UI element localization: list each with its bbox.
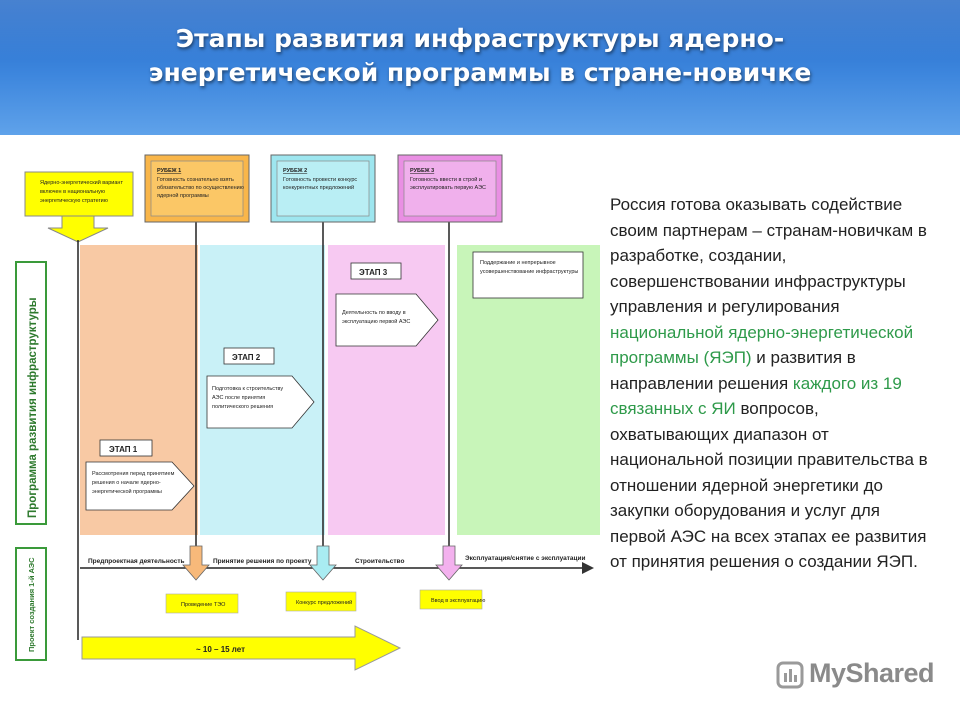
tender-box <box>285 591 357 612</box>
phase-2-line-1: Подготовка к строительству <box>212 386 283 392</box>
phase-1-line-2: решения о начале ядерно- <box>92 480 161 486</box>
phase-2-line-3: политического решения <box>212 404 273 410</box>
phase-3-band <box>328 245 445 535</box>
commissioning-box <box>419 589 483 610</box>
description-highlight-1: национальной ядерно-энергетической прогр… <box>610 322 914 368</box>
title-line-2: энергетической программы в стране-новичк… <box>148 58 812 87</box>
milestone-2-line-1: Готовность провести конкурс <box>283 177 357 183</box>
stage-3-label: Строительство <box>355 558 404 565</box>
phase-3-line-2: эксплуатацию первой АЭС <box>342 318 410 325</box>
milestone-1-heading: РУБЕЖ 1 <box>157 168 181 174</box>
milestone-3-down-arrow <box>435 545 463 581</box>
svg-text:РУБЕЖ 3 Готовность ввест: РУБЕЖ 3 Готовность ввести в строй и эксп… <box>410 168 486 191</box>
header-gloss <box>0 0 960 60</box>
milestone-3-line-2: эксплуатировать первую АЭС <box>410 185 486 191</box>
title-bar: Этапы развития инфраструктуры ядерно- эн… <box>0 0 960 135</box>
milestone-1-line-1: Готовность сознательно взять <box>157 177 234 183</box>
phase-2-label: ЭТАП 2 <box>232 353 261 362</box>
description-part-1: Россия готова оказывать содействие своим… <box>610 195 927 316</box>
stage-1-label: Предпроектная деятельность <box>88 558 185 565</box>
milestone-3: РУБЕЖ 3 Готовность ввести в строй и эксп… <box>397 154 503 223</box>
svg-text:РУБЕЖ 1 Готовность созна: РУБЕЖ 1 Готовность сознательно взять обя… <box>157 168 245 199</box>
svg-text:Деятельность по вводу в: Деятельность по вводу в эксплуатацию пер… <box>342 310 410 325</box>
milestone-2-line-2: конкурентных предложений <box>283 184 354 191</box>
strategy-line-3: энергетическую стратегию <box>40 198 108 204</box>
milestone-3-heading: РУБЕЖ 3 <box>410 168 434 174</box>
title-line-1: Этапы развития инфраструктуры ядерно- <box>175 24 785 53</box>
strategy-line-1: Ядерно-энергетический вариант <box>40 179 123 186</box>
milestone-1-down-arrow <box>182 545 210 581</box>
tender-text: Конкурс предложений <box>296 599 352 606</box>
commissioning-text: Ввод в эксплуатацию <box>431 598 485 604</box>
support-box <box>472 251 584 299</box>
milestone-2: РУБЕЖ 2 Готовность провести конкурс конк… <box>270 154 376 223</box>
svg-text:РУБЕЖ 2 Готовность прове: РУБЕЖ 2 Готовность провести конкурс конк… <box>283 168 359 191</box>
phase-2-line-2: АЭС после принятия <box>212 395 265 401</box>
phase-1-label: ЭТАП 1 <box>109 445 138 454</box>
phase-3-label: ЭТАП 3 <box>359 268 388 277</box>
svg-text:Поддержание и непрерывное: Поддержание и непрерывное усовершенствов… <box>480 260 578 275</box>
support-line-1: Поддержание и непрерывное <box>480 260 556 266</box>
milestone-2-down-arrow <box>309 545 337 581</box>
infrastructure-program-label: Программа развития инфраструктуры <box>27 297 39 518</box>
support-line-2: усовершенствование инфраструктуры <box>480 269 578 275</box>
feasibility-box <box>165 593 239 614</box>
infrastructure-program-label-box <box>15 261 47 525</box>
brand-logo-icon <box>776 661 804 689</box>
strategy-down-arrow <box>47 215 109 243</box>
svg-text:Подготовка к строительству: Подготовка к строительству АЭС после при… <box>212 386 285 410</box>
strategy-line-2: включен в национальную <box>40 189 105 195</box>
description-highlight-2: каждого из 19 связанных с ЯИ <box>610 373 902 419</box>
phase-1-line-1: Рассмотрения перед принятием <box>92 471 175 477</box>
svg-text:Рассмотрения перед принятием: Рассмотрения перед принятием решения о н… <box>92 471 176 495</box>
phase-2-callout: ЭТАП 2 Подготовка к строительству АЭС по… <box>206 347 315 429</box>
strategy-decision-box <box>24 171 134 217</box>
brand-name: MyShared <box>809 658 935 688</box>
milestone-1: РУБЕЖ 1 Готовность сознательно взять обя… <box>144 154 250 223</box>
milestone-1-line-3: ядерной программы <box>157 192 209 199</box>
strategy-decision-text: Ядерно-энергетический вариант включен в … <box>40 179 125 204</box>
description-text: Россия готова оказывать содействие своим… <box>610 192 940 575</box>
feasibility-text: Проведение ТЭО <box>181 602 226 608</box>
infrastructure-diagram: Программа развития инфраструктуры Проект… <box>15 154 600 671</box>
project-label-box <box>15 547 47 661</box>
stage-4-label: Эксплуатация/снятие с эксплуатации <box>465 555 586 562</box>
phase-3-callout: ЭТАП 3 Деятельность по вводу в эксплуата… <box>335 262 439 347</box>
milestone-1-line-2: обязательство по осуществлению <box>157 185 244 191</box>
milestone-2-heading: РУБЕЖ 2 <box>283 168 307 174</box>
timeline-label: ~ 10 – 15 лет <box>196 645 245 654</box>
phase-1-line-3: энергетической программы <box>92 488 162 495</box>
project-label: Проект создания 1-й АЭС <box>27 557 36 652</box>
description-part-3: вопросов, охватывающих диапазон от нацио… <box>610 399 928 571</box>
timeline-arrow <box>81 625 402 671</box>
phase-1-callout: ЭТАП 1 Рассмотрения перед принятием реше… <box>85 439 195 511</box>
svg-text:Предпроектная деятельность: Предпроектная деятельность Принятие реше… <box>88 555 586 565</box>
description-part-2: и развития в направлении решения <box>610 348 856 393</box>
brand-watermark: MyShared <box>775 656 945 696</box>
stage-2-label: Принятие решения по проекту <box>213 558 312 565</box>
slide-title: Этапы развития инфраструктуры ядерно- эн… <box>40 22 920 90</box>
milestone-3-line-1: Готовность ввести в строй и <box>410 176 482 183</box>
phase-3-line-1: Деятельность по вводу в <box>342 310 406 316</box>
